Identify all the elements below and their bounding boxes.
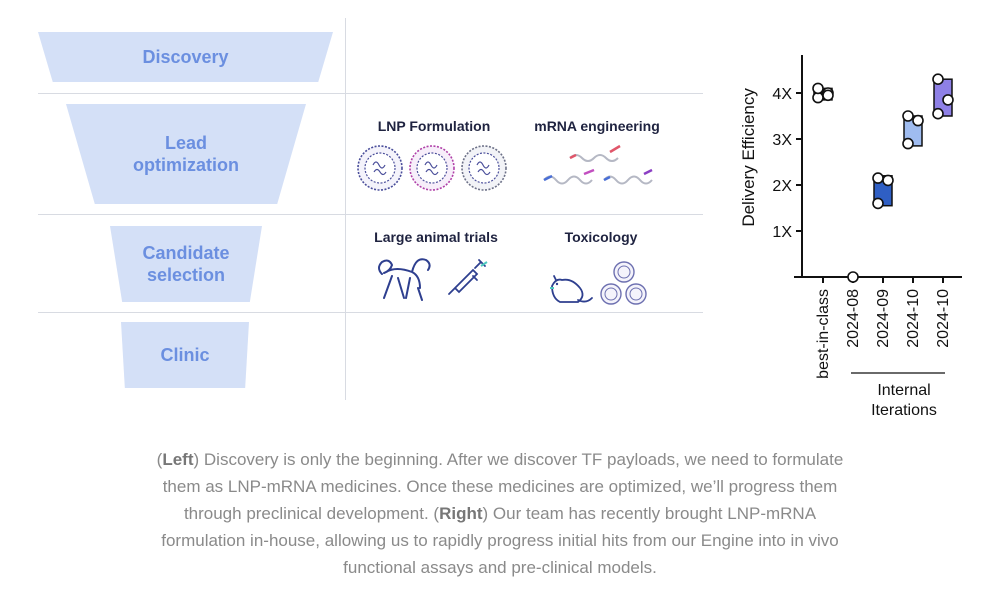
rat-icon	[550, 275, 593, 303]
caption-text-part2: ) Our team has recently brought LNP-mRNA…	[161, 504, 839, 577]
syringe-icon	[448, 259, 488, 295]
divider-line	[38, 93, 703, 94]
caption-left-tag: Left	[162, 450, 194, 469]
y-axis-label: Delivery Efficiency	[739, 88, 758, 227]
funnel-stage-discovery: Discovery	[38, 32, 333, 82]
data-point	[942, 94, 954, 106]
funnel-stage-lead-optimization: Lead optimization	[66, 104, 306, 204]
x-tick-label: 2024-10	[935, 289, 952, 348]
lnp-particles-icon	[357, 145, 507, 191]
mrna-engineering-heading: mRNA engineering	[534, 118, 660, 134]
y-tick-label: 2X	[772, 178, 792, 195]
lnp-particle-icon	[357, 145, 403, 191]
x-tick-label: 2024-09	[875, 289, 892, 348]
toxicology-heading: Toxicology	[564, 229, 638, 245]
petri-dishes-icon	[600, 261, 647, 305]
x-tick-label: 2024-10	[905, 289, 922, 348]
lnp-particle-icon	[409, 145, 455, 191]
data-point	[872, 172, 884, 184]
group-label: Iterations	[871, 402, 937, 419]
x-tick-label: best-in-class	[815, 289, 832, 379]
caption-text-part1: ) Discovery is only the beginning. After…	[162, 450, 844, 523]
data-point	[847, 271, 859, 283]
large-animal-trials-heading: Large animal trials	[374, 229, 498, 245]
vertical-divider	[345, 18, 346, 400]
data-point	[872, 197, 884, 210]
funnel-label-discovery: Discovery	[142, 47, 229, 67]
data-point	[882, 174, 894, 187]
data-point	[932, 107, 944, 120]
y-tick-label: 4X	[772, 86, 792, 103]
y-tick-label: 1X	[772, 224, 792, 241]
funnel-label-clinic: Clinic	[160, 345, 210, 365]
caption-right-tag: Right	[439, 504, 483, 523]
funnel-label-candidate-selection: Candidate selection	[142, 243, 230, 285]
funnel-stage-candidate-selection: Candidate selection	[110, 226, 262, 302]
monkey-icon	[378, 258, 431, 301]
mrna-strands-icon	[543, 144, 653, 185]
divider-line	[38, 214, 703, 215]
group-label: Internal	[877, 382, 930, 399]
y-tick-label: 3X	[772, 132, 792, 149]
data-point	[822, 89, 834, 102]
delivery-efficiency-chart: 1X 2X 3X 4X Delivery Efficiency best-in-class…	[739, 55, 962, 419]
funnel-stage-clinic: Clinic	[121, 322, 249, 388]
data-point	[912, 114, 924, 127]
divider-line	[38, 312, 703, 313]
figure-caption: (Left) Discovery is only the beginning. …	[156, 450, 844, 577]
lnp-particle-icon	[461, 145, 507, 191]
data-point	[812, 82, 824, 95]
x-tick-label: 2024-08	[845, 289, 862, 348]
data-point	[902, 110, 914, 122]
funnel-label-lead-optimization: Lead optimization	[133, 133, 239, 175]
data-point	[932, 73, 944, 86]
lnp-formulation-heading: LNP Formulation	[377, 118, 491, 134]
data-point	[902, 137, 914, 150]
